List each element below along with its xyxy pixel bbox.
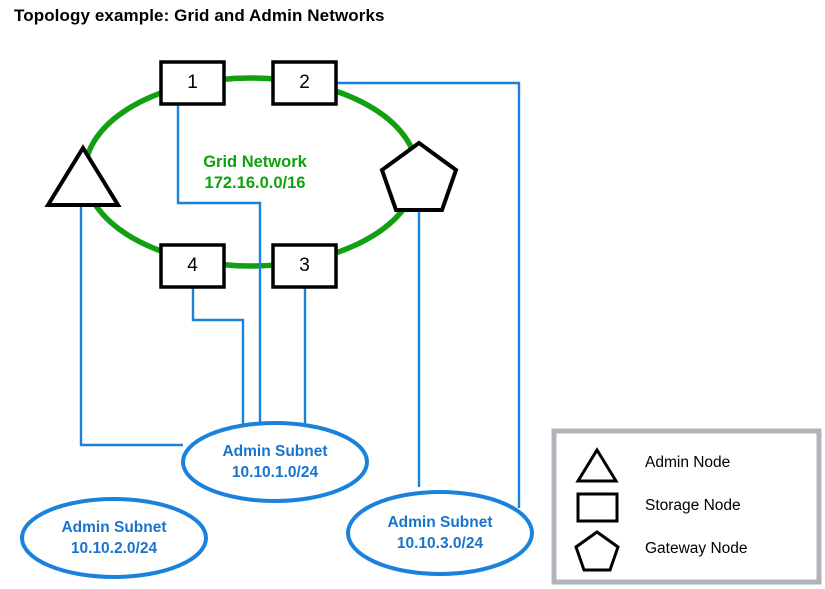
legend-label-gateway-node: Gateway Node bbox=[645, 540, 748, 557]
subnet-2-label: Admin Subnet 10.10.2.0/24 bbox=[22, 517, 206, 559]
link-node4-to-subnet1 bbox=[191, 287, 245, 444]
node-3-label: 3 bbox=[299, 255, 310, 276]
link-adminnode-to-subnet1 bbox=[79, 205, 183, 447]
legend-label-admin-node: Admin Node bbox=[645, 454, 731, 471]
node-3-shape[interactable] bbox=[271, 243, 338, 289]
subnet-3-ellipse[interactable] bbox=[346, 490, 534, 576]
node-2-label: 2 bbox=[299, 72, 310, 93]
legend-pentagon-icon bbox=[574, 530, 620, 572]
gateway-node-shape[interactable] bbox=[379, 140, 459, 212]
subnet-2-ellipse[interactable] bbox=[20, 497, 208, 579]
subnet-1-label: Admin Subnet 10.10.1.0/24 bbox=[183, 441, 367, 483]
subnet-2-name: Admin Subnet bbox=[61, 519, 167, 536]
legend-rectangle-icon bbox=[576, 492, 619, 523]
grid-network-ellipse bbox=[82, 75, 420, 269]
subnet-3-label: Admin Subnet 10.10.3.0/24 bbox=[348, 512, 532, 554]
subnet-2-cidr: 10.10.2.0/24 bbox=[70, 540, 158, 557]
link-node1-to-subnet1 bbox=[176, 104, 262, 444]
node-1-label: 1 bbox=[187, 72, 198, 93]
subnet-3-cidr: 10.10.3.0/24 bbox=[396, 535, 484, 552]
link-node2-to-subnet3 bbox=[336, 81, 521, 508]
node-2-shape[interactable] bbox=[271, 60, 338, 106]
subnet-1-ellipse[interactable] bbox=[181, 421, 369, 503]
subnet-1-cidr: 10.10.1.0/24 bbox=[231, 464, 319, 481]
legend-triangle-icon bbox=[575, 447, 619, 483]
subnet-3-name: Admin Subnet bbox=[387, 514, 493, 531]
subnet-1-name: Admin Subnet bbox=[222, 443, 328, 460]
node-1-shape[interactable] bbox=[159, 60, 226, 106]
legend-label-storage-node: Storage Node bbox=[645, 497, 741, 514]
node-4-label: 4 bbox=[187, 255, 198, 276]
admin-node-shape[interactable] bbox=[44, 144, 122, 207]
page-title: Topology example: Grid and Admin Network… bbox=[14, 6, 385, 25]
node-4-shape[interactable] bbox=[159, 243, 226, 289]
